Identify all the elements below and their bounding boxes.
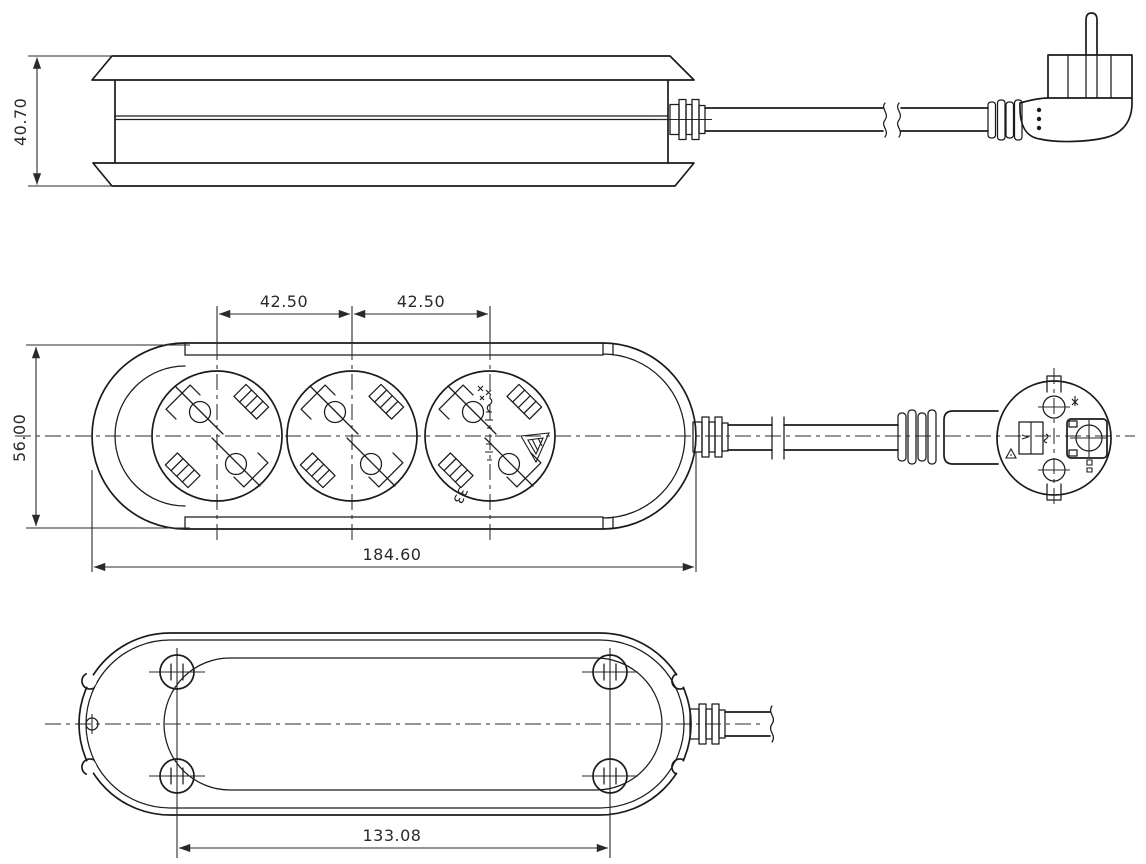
side-parting-line <box>114 115 669 121</box>
bottom-inner-outline <box>85 639 685 809</box>
dim-plan-width-text: 56.00 <box>10 414 29 462</box>
plan-view: 42.50 42.50 56.00 184.60 <box>10 292 1135 572</box>
side-cable-break <box>882 102 902 138</box>
side-body <box>114 79 669 164</box>
dim-pitch-right-text: 42.50 <box>397 292 445 311</box>
plug-face-silhouette <box>943 410 999 465</box>
side-strain-relief <box>987 99 1023 141</box>
plan-cable-break <box>771 416 785 460</box>
dim-plan-length-text: 184.60 <box>363 545 422 564</box>
side-cable-left <box>704 107 884 132</box>
dim-side-height-text: 40.70 <box>11 98 30 146</box>
socket-3-molded-marks: 33 <box>449 385 550 506</box>
side-view: 40.70 <box>11 12 1133 187</box>
plug-grip-dot <box>1036 125 1042 131</box>
plan-left-recess-arc <box>114 365 186 507</box>
dimension-plan-length: 184.60 <box>91 452 697 572</box>
plan-inner-lines <box>184 354 604 518</box>
bottom-view: 133.08 <box>45 632 775 858</box>
plug-grip-dot <box>1036 107 1042 113</box>
grip-notches <box>81 673 687 775</box>
plug-pin-crosshairs <box>1038 406 1070 471</box>
bottom-base-plate <box>163 657 663 791</box>
side-plug-pin <box>1085 12 1098 56</box>
plan-right-recess-arc <box>602 353 686 519</box>
side-plug-head-ribs <box>1067 54 1112 99</box>
socket-molded-label: 33 <box>449 484 470 505</box>
plan-cable-gland <box>692 416 729 458</box>
side-skirt <box>92 162 695 187</box>
side-lid <box>91 55 695 81</box>
bottom-cable-break <box>769 705 775 743</box>
dimension-screw-span: 133.08 <box>178 826 609 853</box>
plug-earth-housing <box>1066 418 1108 459</box>
dimension-plan-width: 56.00 <box>10 344 190 529</box>
side-cable-right <box>900 107 989 132</box>
plan-cable-2 <box>783 424 899 451</box>
bottom-cable <box>724 711 771 737</box>
plug-grip-dot <box>1036 116 1042 122</box>
dimension-socket-pitch: 42.50 42.50 <box>218 292 489 319</box>
dim-screw-span-text: 133.08 <box>363 826 422 845</box>
plan-outer-outline <box>91 342 697 530</box>
plan-cable-1 <box>727 424 773 451</box>
plug-label-marks <box>1021 422 1049 454</box>
side-plug-body <box>1019 97 1133 143</box>
plan-strain-relief <box>897 409 937 465</box>
plug-face-view <box>943 368 1112 508</box>
dim-pitch-left-text: 42.50 <box>260 292 308 311</box>
cert-triangle-mark <box>520 432 550 464</box>
socket-centerlines <box>216 344 491 542</box>
dimension-side-height: 40.70 <box>11 55 112 187</box>
side-plug-head <box>1047 54 1133 99</box>
plan-end-joints <box>184 342 614 530</box>
screw-extension-lines <box>176 648 611 858</box>
plug-cert-marks <box>1005 396 1093 473</box>
socket-extension-lines <box>216 306 491 344</box>
side-plug <box>1019 12 1133 143</box>
